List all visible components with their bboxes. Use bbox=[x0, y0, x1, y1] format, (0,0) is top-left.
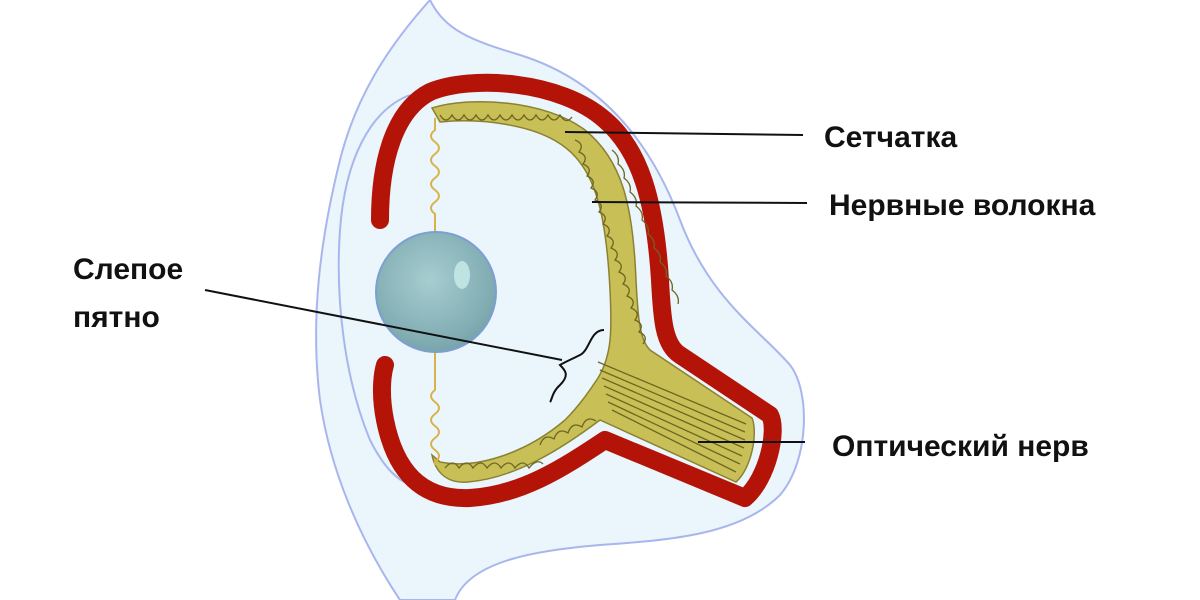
label-blind-spot-line2: пятно bbox=[73, 301, 160, 334]
label-nerve-fibers: Нервные волокна bbox=[829, 189, 1096, 222]
lens-highlight bbox=[454, 261, 470, 289]
lens bbox=[375, 231, 497, 353]
leader-line-blind-spot bbox=[204, 289, 563, 361]
optic-nerve-fibers bbox=[597, 361, 747, 473]
zonule-fibers bbox=[430, 118, 440, 465]
blind-spot-marker bbox=[549, 329, 605, 403]
label-blind-spot-line1: Слепое bbox=[73, 253, 184, 286]
label-retina: Сетчатка bbox=[824, 121, 958, 154]
anterior-chamber-outline bbox=[337, 94, 413, 486]
leader-line-nerve-fibers bbox=[591, 201, 808, 204]
nerve-fiber-texture bbox=[439, 113, 680, 470]
sclera bbox=[371, 73, 782, 508]
leader-line-retina bbox=[564, 131, 804, 136]
retina-band bbox=[430, 101, 755, 483]
label-optic-nerve: Оптический нерв bbox=[832, 430, 1089, 463]
